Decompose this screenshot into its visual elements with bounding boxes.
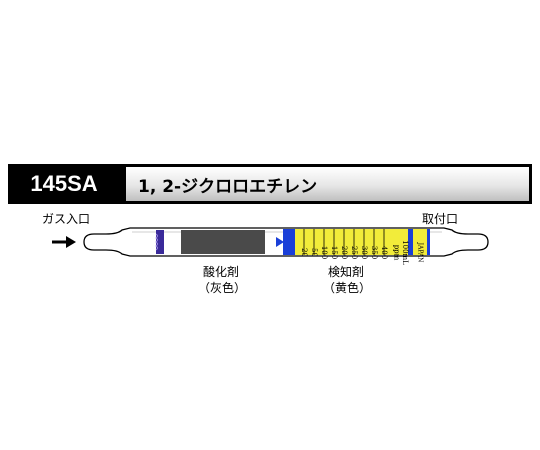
oxidizer-color-label: （灰色） [198,281,247,295]
blue-marker-right [408,229,413,255]
detector-color-label: （黄色） [323,281,372,295]
detector-tube-diagram [52,227,489,257]
gas-inlet-label: ガス入口 [42,212,91,226]
blue-marker-left [283,229,295,255]
origin-label: JAPAN [416,242,423,262]
product-header: 145SA 1, 2-ジクロロエチレン [8,164,532,204]
gas-flow-arrow-icon [52,236,76,248]
scale-tick-label: 400 [380,245,388,259]
product-code: 145SA [30,171,98,196]
product-name: 1, 2-ジクロロエチレン [126,167,529,201]
scale-volume-label: 100mL [401,239,409,265]
oxidizer-layer [181,230,265,254]
inlet-plug [156,230,164,254]
flow-direction-icon [276,237,284,247]
oxidizer-label: 酸化剤 [203,265,240,279]
detector-label: 検知剤 [328,265,365,279]
outlet-label: 取付口 [422,212,459,226]
